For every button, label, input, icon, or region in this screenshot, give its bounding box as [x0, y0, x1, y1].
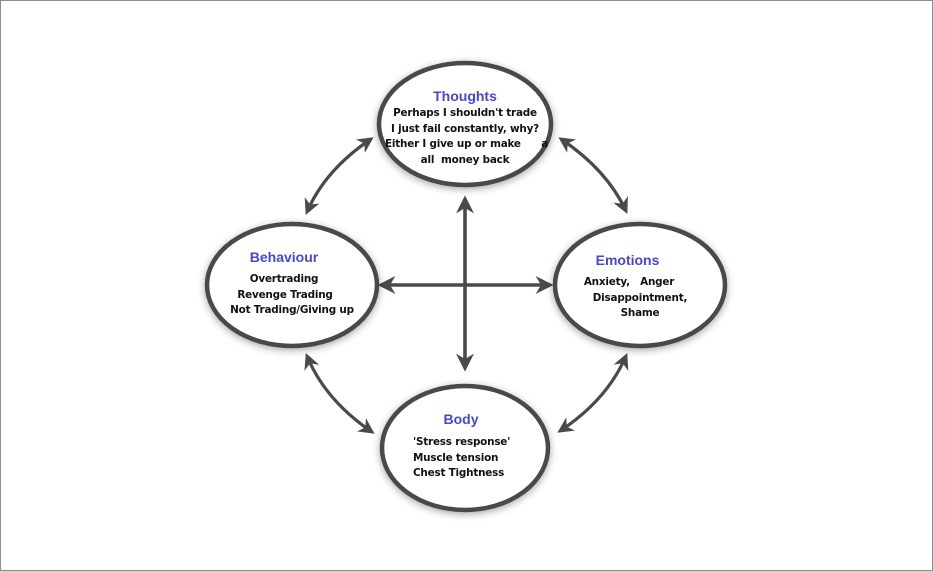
node-emotions-shape [552, 221, 728, 349]
node-thoughts-shape [376, 60, 554, 188]
node-thoughts: Thoughts Perhaps I shouldn't trade I jus… [385, 87, 549, 168]
node-line: Shame [620, 307, 660, 319]
arrow-behaviour-body [304, 353, 375, 434]
node-line: 'Stress response' [413, 436, 511, 448]
node-title: Behaviour [249, 249, 319, 265]
node-emotions: Emotions Anxiety, Anger Disappointment, … [560, 251, 710, 322]
node-line: Muscle tension [413, 451, 499, 464]
node-line: Not Trading/Giving up [230, 304, 354, 316]
node-line: Chest Tightness [413, 467, 505, 479]
node-line: Either I give up or make a [385, 138, 549, 150]
node-line: I just fail constantly, why? [391, 122, 539, 135]
node-title: Thoughts [433, 88, 497, 104]
node-behaviour: Behaviour Overtrading Revenge Trading No… [214, 248, 364, 319]
node-line: Disappointment, [592, 291, 688, 304]
arrow-thoughts-emotions [558, 137, 628, 214]
node-behaviour-shape [204, 221, 380, 349]
node-line: Perhaps I shouldn't trade [393, 107, 537, 119]
node-title: Emotions [595, 252, 660, 268]
node-body-shape [379, 383, 551, 513]
arrow-emotions-body [557, 353, 629, 433]
arrow-thoughts-behaviour [304, 137, 374, 215]
node-line: Overtrading [249, 273, 319, 285]
node-title: Body [443, 411, 479, 427]
node-line: Revenge Trading [237, 288, 333, 301]
node-body: Body 'Stress response' Muscle tension Ch… [395, 410, 535, 482]
node-line: Anxiety, Anger [583, 276, 675, 288]
node-line: all money back [420, 153, 510, 166]
